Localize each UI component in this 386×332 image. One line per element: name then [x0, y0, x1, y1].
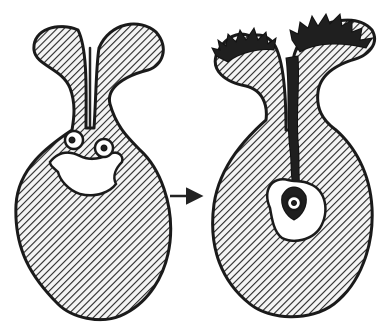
- right-zygote-core: [292, 201, 297, 206]
- left-right-nucleus-core: [101, 145, 107, 151]
- right-structure: [212, 14, 375, 317]
- left-left-nucleus-core: [69, 137, 75, 143]
- left-structure: [16, 24, 171, 320]
